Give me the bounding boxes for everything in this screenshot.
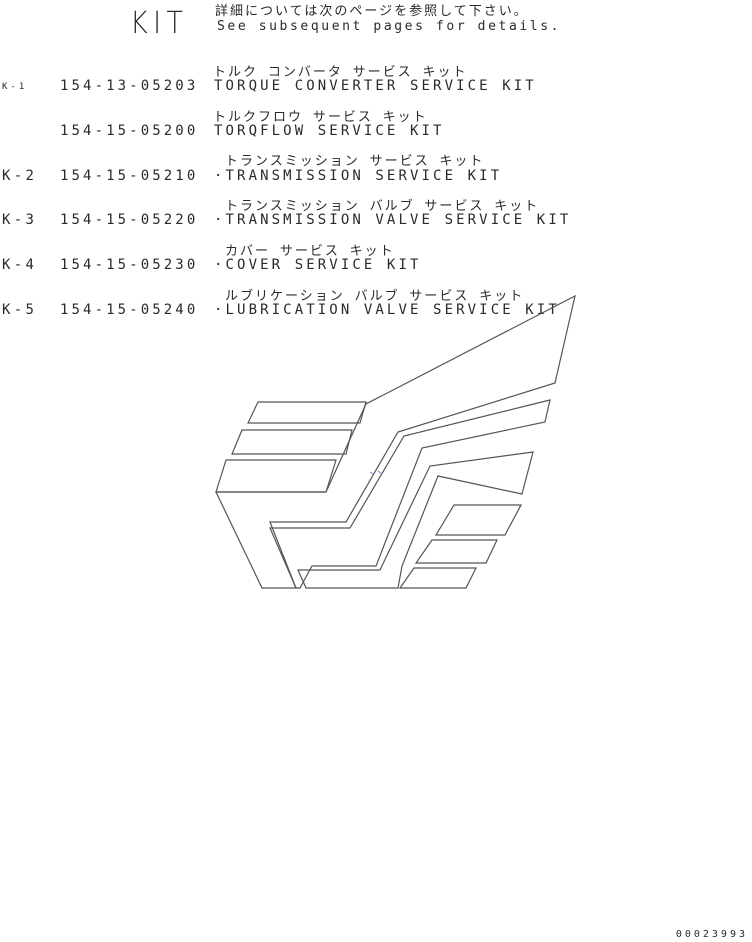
item-code: K-5: [2, 302, 38, 318]
item-part-number: 154-15-05240: [60, 302, 199, 318]
item-code: K-4: [2, 257, 38, 273]
item-description: ·TRANSMISSION VALVE SERVICE KIT: [214, 212, 572, 228]
item-description: TORQFLOW SERVICE KIT: [214, 123, 445, 139]
note-english: See subsequent pages for details.: [217, 19, 562, 34]
item-jp-label: トルク コンバータ サービス キット: [213, 65, 468, 80]
item-code: K-2: [2, 168, 38, 184]
item-description: ·COVER SERVICE KIT: [214, 257, 422, 273]
item-jp-label: トルクフロウ サービス キット: [213, 110, 428, 125]
item-part-number: 154-15-05200: [60, 123, 199, 139]
item-jp-label: トランスミッション サービス キット: [225, 154, 485, 169]
item-jp-label: トランスミッション バルブ サービス キット: [225, 199, 540, 214]
item-code: K-1: [2, 82, 28, 92]
item-description: TORQUE CONVERTER SERVICE KIT: [214, 78, 537, 94]
item-jp-label: ルブリケーション バルブ サービス キット: [225, 289, 525, 304]
note-japanese: 詳細については次のページを参照して下さい。: [215, 4, 529, 19]
item-part-number: 154-15-05210: [60, 168, 199, 184]
item-jp-label: カバー サービス キット: [225, 244, 395, 259]
item-part-number: 154-13-05203: [60, 78, 199, 94]
item-code: K-3: [2, 212, 38, 228]
item-description: ·LUBRICATION VALVE SERVICE KIT: [214, 302, 560, 318]
page-title: KIT: [130, 6, 189, 41]
item-description: ·TRANSMISSION SERVICE KIT: [214, 168, 503, 184]
item-part-number: 154-15-05230: [60, 257, 199, 273]
item-part-number: 154-15-05220: [60, 212, 199, 228]
document-number: 00023993: [675, 929, 748, 940]
